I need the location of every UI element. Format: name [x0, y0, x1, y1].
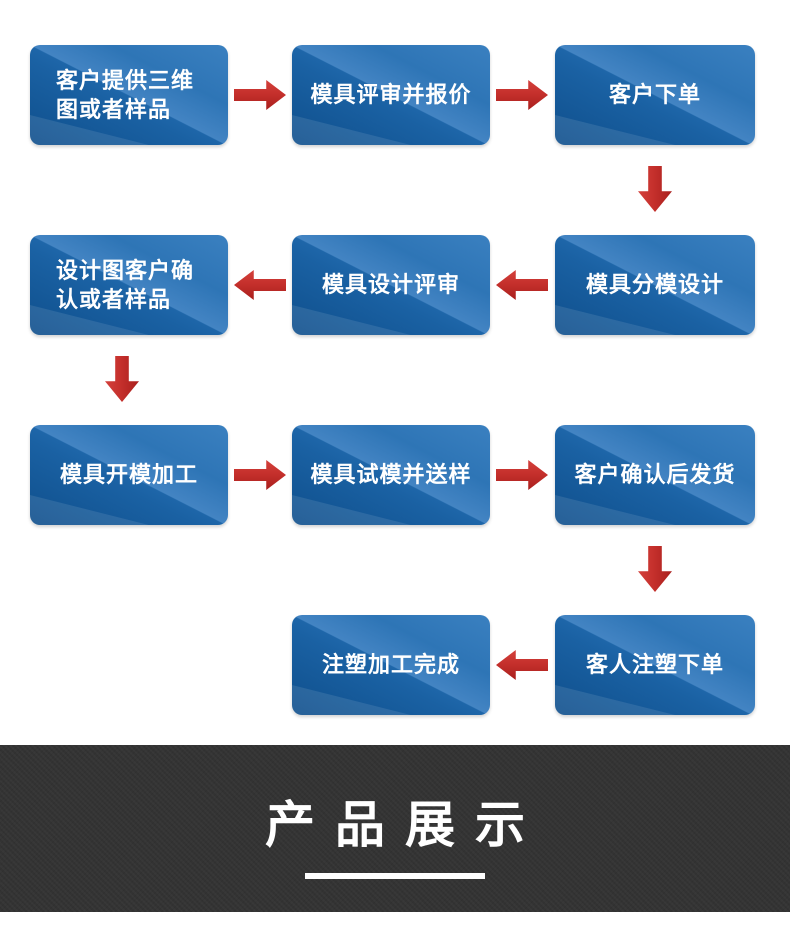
- arrow-right-icon: [496, 460, 548, 490]
- flow-step-customer-injection-order: 客人注塑下单: [555, 615, 755, 715]
- flow-step-mold-design-review: 模具设计评审: [292, 235, 490, 335]
- banner-title: 产品展示: [265, 797, 545, 853]
- flow-step-customer-provides-3d-or-sample: 客户提供三维图或者样品: [30, 45, 228, 145]
- arrow-right-icon: [496, 80, 548, 110]
- flow-step-customer-order: 客户下单: [555, 45, 755, 145]
- arrow-down-icon: [638, 166, 672, 212]
- flow-step-design-customer-confirm: 设计图客户确认或者样品: [30, 235, 228, 335]
- arrow-down-icon: [105, 356, 139, 402]
- arrow-right-icon: [234, 80, 286, 110]
- flow-step-mold-trial-sample: 模具试模并送样: [292, 425, 490, 525]
- flow-step-mold-machining: 模具开模加工: [30, 425, 228, 525]
- arrow-right-icon: [234, 460, 286, 490]
- arrow-left-icon: [234, 270, 286, 300]
- flow-step-mold-parting-design: 模具分模设计: [555, 235, 755, 335]
- arrow-left-icon: [496, 270, 548, 300]
- arrow-left-icon: [496, 650, 548, 680]
- flow-step-customer-confirm-ship: 客户确认后发货: [555, 425, 755, 525]
- flow-step-mold-review-quote: 模具评审并报价: [292, 45, 490, 145]
- banner-underline: [305, 873, 485, 879]
- flow-step-injection-complete: 注塑加工完成: [292, 615, 490, 715]
- arrow-down-icon: [638, 546, 672, 592]
- product-display-banner: 产品展示: [0, 745, 790, 912]
